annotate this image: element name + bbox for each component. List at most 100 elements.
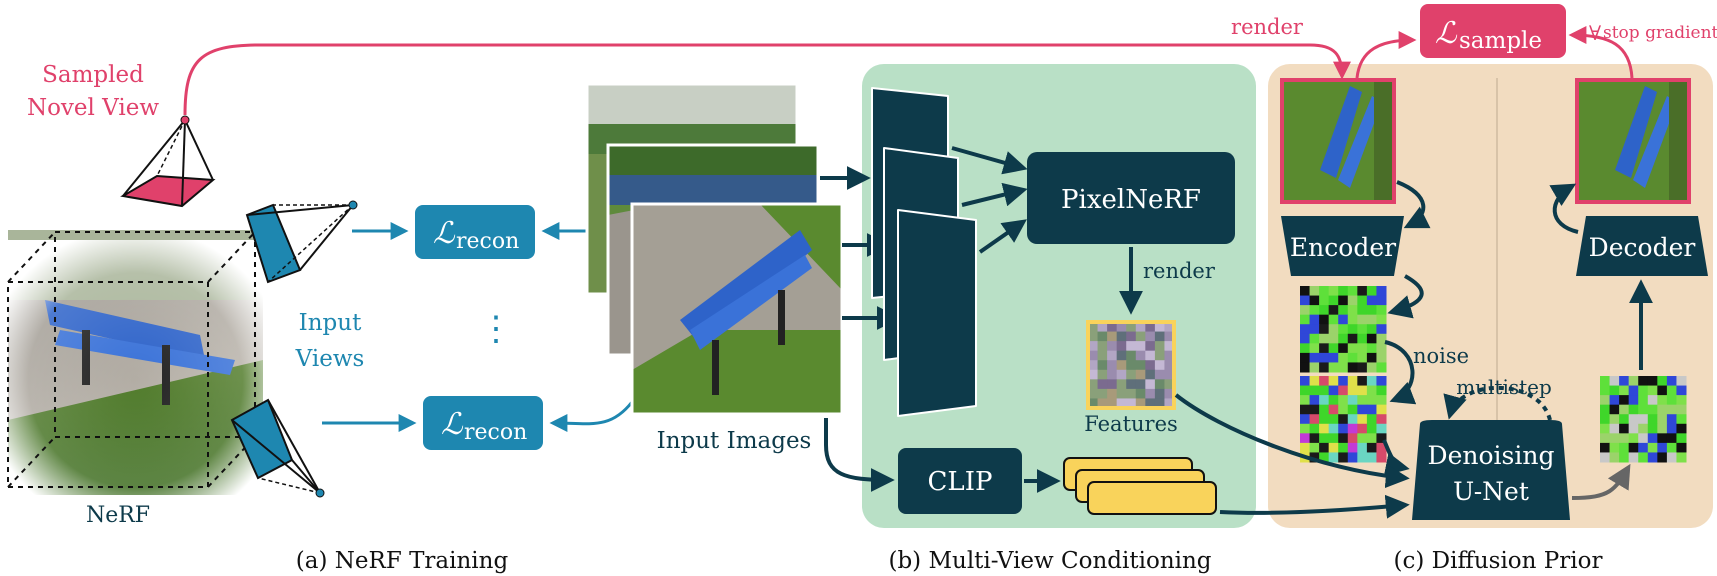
arrow-decoded-to-loss xyxy=(1568,26,1634,79)
stop-gradient-mark: ∀ xyxy=(1589,21,1601,45)
render-mid-label: render xyxy=(1143,259,1216,283)
latentB-cell xyxy=(1347,452,1358,463)
latentB-cell xyxy=(1300,376,1311,387)
latentB-cell xyxy=(1319,404,1330,415)
arrow-slab3-to-pixelnerf xyxy=(978,219,1027,254)
caption-c: (c) Diffusion Prior xyxy=(1394,548,1603,574)
latentC-cell xyxy=(1666,452,1677,463)
latentB-cell xyxy=(1357,442,1368,453)
latentA-cell xyxy=(1366,305,1377,316)
latentA-cell xyxy=(1309,343,1320,354)
input-image-front xyxy=(630,202,844,416)
latentC-cell xyxy=(1628,414,1639,425)
latentC-cell xyxy=(1600,414,1611,425)
latentC-cell xyxy=(1666,404,1677,415)
featGrid-cell xyxy=(1135,388,1146,399)
loss-recon-bottom-sub: recon xyxy=(464,420,527,445)
latentA-cell xyxy=(1309,314,1320,325)
caption-b: (b) Multi-View Conditioning xyxy=(888,548,1211,574)
latentC-cell xyxy=(1600,395,1611,406)
latentA-cell xyxy=(1347,324,1358,335)
featGrid-cell xyxy=(1164,398,1175,409)
featGrid-cell xyxy=(1088,322,1099,333)
featGrid-cell xyxy=(1097,369,1108,380)
latentA-cell xyxy=(1338,352,1349,363)
featGrid-cell xyxy=(1164,388,1175,399)
latentA-cell xyxy=(1357,324,1368,335)
featGrid-cell xyxy=(1088,379,1099,390)
latentC-cell xyxy=(1628,385,1639,396)
latentB-cell xyxy=(1319,433,1330,444)
latentA-cell xyxy=(1357,314,1368,325)
render-top-label: render xyxy=(1231,15,1304,39)
latentA-cell xyxy=(1338,343,1349,354)
latentC-cell xyxy=(1647,442,1658,453)
latentC-cell xyxy=(1638,442,1649,453)
latentA-cell xyxy=(1347,352,1358,363)
latentC-cell xyxy=(1657,423,1668,434)
featGrid-cell xyxy=(1145,341,1156,352)
featGrid-cell xyxy=(1164,341,1175,352)
latentC-cell xyxy=(1638,433,1649,444)
featGrid-cell xyxy=(1126,341,1137,352)
featGrid-cell xyxy=(1135,341,1146,352)
latentB-cell xyxy=(1309,423,1320,434)
features-map xyxy=(1086,320,1176,410)
latentC-cell xyxy=(1609,385,1620,396)
latentA-cell xyxy=(1300,314,1311,325)
featGrid-cell xyxy=(1116,379,1127,390)
latentB-cell xyxy=(1357,433,1368,444)
latentA-cell xyxy=(1309,305,1320,316)
latentB-cell xyxy=(1309,395,1320,406)
latentC-cell xyxy=(1638,414,1649,425)
latentC-cell xyxy=(1600,433,1611,444)
latentC-cell xyxy=(1609,395,1620,406)
latentA-cell xyxy=(1300,333,1311,344)
arrow-slab1-to-pixelnerf xyxy=(951,146,1028,175)
latentC-cell xyxy=(1628,452,1639,463)
encoder-label: Encoder xyxy=(1290,233,1396,262)
latentA-cell xyxy=(1300,286,1311,297)
featGrid-cell xyxy=(1126,360,1137,371)
latentC-cell xyxy=(1628,404,1639,415)
featGrid-cell xyxy=(1088,369,1099,380)
latentC-cell xyxy=(1666,414,1677,425)
latentC-cell xyxy=(1676,433,1687,444)
latentB-cell xyxy=(1319,452,1330,463)
latentC-cell xyxy=(1600,385,1611,396)
latentA-cell xyxy=(1366,295,1377,306)
latentC-cell xyxy=(1600,423,1611,434)
latentC-cell xyxy=(1647,433,1658,444)
featGrid-cell xyxy=(1126,369,1137,380)
latentB-cell xyxy=(1366,395,1377,406)
latentC-cell xyxy=(1628,395,1639,406)
featGrid-cell xyxy=(1135,360,1146,371)
loss-recon-top-symbol: ℒ xyxy=(433,216,456,251)
latentB-cell xyxy=(1309,414,1320,425)
featGrid-cell xyxy=(1116,388,1127,399)
decoder-block: Decoder xyxy=(1576,216,1708,276)
latentB-cell xyxy=(1366,404,1377,415)
latentB-cell xyxy=(1347,423,1358,434)
latentA-cell xyxy=(1328,362,1339,373)
latentC-cell xyxy=(1609,414,1620,425)
latentC-cell xyxy=(1657,452,1668,463)
featGrid-cell xyxy=(1126,350,1137,361)
latentB-cell xyxy=(1328,423,1339,434)
latentA-cell xyxy=(1300,343,1311,354)
featGrid-cell xyxy=(1126,379,1137,390)
latentB-cell xyxy=(1300,404,1311,415)
latentB-cell xyxy=(1347,404,1358,415)
latentC-cell xyxy=(1619,376,1630,387)
latentB-cell xyxy=(1366,442,1377,453)
latentB-cell xyxy=(1357,452,1368,463)
featGrid-cell xyxy=(1116,322,1127,333)
sampled-view-label-1: Sampled xyxy=(42,62,144,88)
featGrid-cell xyxy=(1135,322,1146,333)
featGrid-cell xyxy=(1107,360,1118,371)
pixelnerf-box: PixelNeRF xyxy=(1027,152,1235,244)
latentA-cell xyxy=(1357,352,1368,363)
clip-box: CLIP xyxy=(898,448,1022,514)
pixelnerf-label: PixelNeRF xyxy=(1061,185,1201,215)
featGrid-cell xyxy=(1154,331,1165,342)
